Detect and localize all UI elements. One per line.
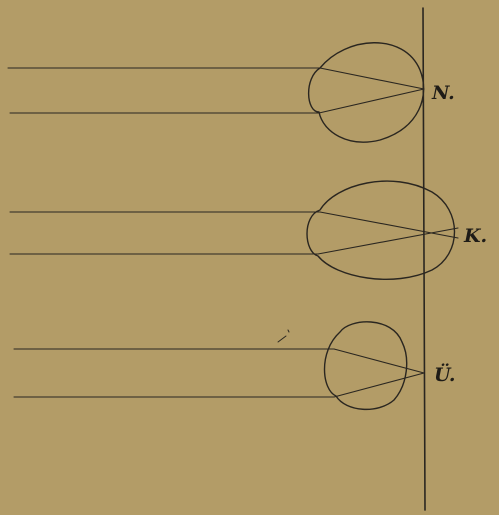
eye-normal: N. <box>7 42 455 143</box>
eye-myopic-refracted-lower <box>317 227 459 255</box>
eye-myopic-label: K. <box>463 225 487 247</box>
eye-normal-outline <box>308 42 425 143</box>
eye-myopic: K. <box>9 180 487 280</box>
eye-normal-refracted-lower <box>318 88 425 114</box>
eye-normal-refracted-upper <box>319 67 425 90</box>
eye-hyperopic-refracted-upper <box>333 348 425 374</box>
eye-hyperopic-label: Ü. <box>434 363 455 386</box>
eye-hyperopic-refracted-lower <box>333 372 425 398</box>
eye-myopic-outline <box>306 180 456 280</box>
stray-ink-mark <box>277 329 290 343</box>
eye-normal-label: N. <box>431 82 455 104</box>
eye-myopic-refracted-upper <box>319 211 459 239</box>
eye-hyperopic: Ü. <box>13 321 455 411</box>
eye-hyperopic-outline <box>323 321 408 411</box>
